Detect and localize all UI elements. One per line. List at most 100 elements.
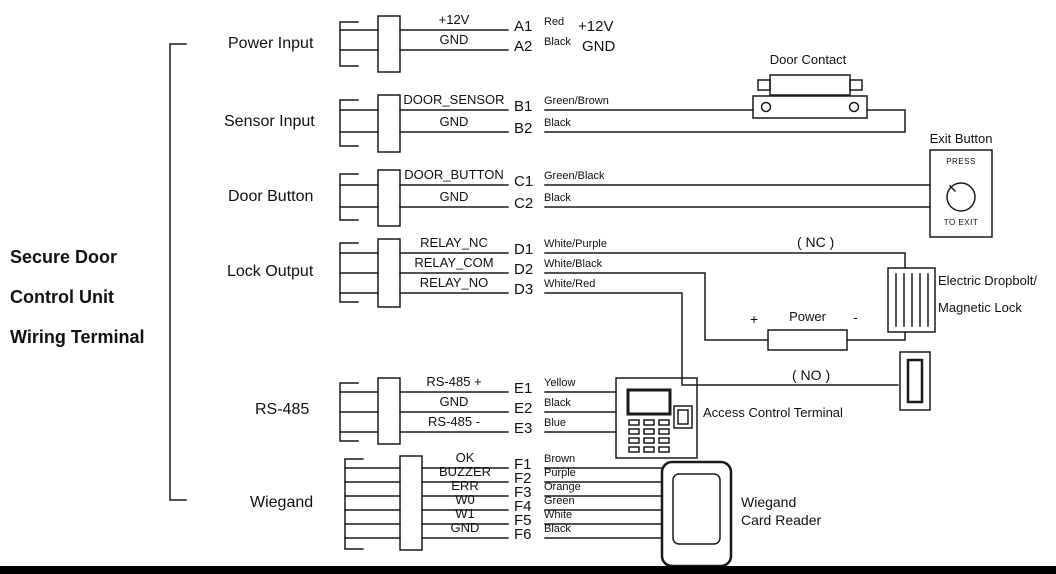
pin-label: DOOR_SENSOR bbox=[403, 92, 505, 107]
card-reader-face bbox=[672, 473, 721, 545]
lock-name-line2: Magnetic Lock bbox=[938, 300, 1022, 315]
terminal-lock bbox=[339, 238, 509, 308]
lock-armature-drawing bbox=[899, 351, 931, 411]
wire-id-d2: D2 bbox=[514, 261, 534, 278]
wire-id-f1: F1 bbox=[514, 456, 532, 473]
access-terminal-drawing bbox=[615, 377, 698, 459]
wire-color-f3: Orange bbox=[544, 481, 581, 493]
magnet-tab-left bbox=[757, 79, 771, 91]
exit-button-press-text: PRESS bbox=[946, 157, 976, 166]
wire-id-d3: D3 bbox=[514, 281, 534, 298]
relay-no-label: ( NO ) bbox=[792, 367, 831, 383]
wire-b2 bbox=[544, 109, 906, 133]
wire-color-d3: White/Red bbox=[544, 278, 596, 290]
pin-lines bbox=[399, 391, 509, 433]
power-supply-label: Power bbox=[789, 309, 826, 324]
terminal-power bbox=[339, 15, 509, 73]
bracket bbox=[339, 99, 359, 147]
pin-label: OK bbox=[455, 450, 475, 465]
pin-label: RELAY_NO bbox=[419, 275, 489, 290]
exit-button-notch bbox=[948, 184, 957, 193]
wire-id-f2: F2 bbox=[514, 470, 532, 487]
terminal-wiegand bbox=[344, 455, 509, 551]
bracket bbox=[344, 458, 364, 550]
keypad-key bbox=[643, 419, 655, 426]
bracket bbox=[339, 21, 359, 67]
exit-button-label: Exit Button bbox=[929, 131, 993, 146]
wire-color-e3: Blue bbox=[544, 417, 567, 429]
wire-d2 bbox=[544, 272, 906, 341]
keypad-key bbox=[658, 437, 670, 444]
pin-label: BUZZER bbox=[439, 464, 491, 479]
keypad-key bbox=[658, 446, 670, 453]
pin-label: GND bbox=[439, 394, 469, 409]
wire-id-d1: D1 bbox=[514, 241, 534, 258]
wire-color-b2: Black bbox=[544, 117, 571, 129]
exit-button-toexit-text: TO EXIT bbox=[943, 218, 979, 227]
terminal-block bbox=[377, 94, 401, 153]
wire-id-a1: A1 bbox=[514, 18, 533, 35]
pin-label: DOOR_BUTTON bbox=[404, 167, 504, 182]
terminal-block bbox=[377, 15, 401, 73]
wire-id-c2: C2 bbox=[514, 195, 534, 212]
side-module-window bbox=[677, 409, 689, 425]
pin-lines bbox=[399, 184, 509, 208]
wire-color-c2: Black bbox=[544, 192, 571, 204]
wire-color-f5: White bbox=[544, 509, 573, 521]
terminal-screen bbox=[626, 388, 672, 416]
wire-signal-a1: +12V bbox=[578, 18, 614, 35]
wire-color-f4: Green bbox=[544, 495, 575, 507]
wire-color-f1: Brown bbox=[544, 453, 576, 465]
wire-color-f2: Purple bbox=[544, 467, 576, 479]
screw-left bbox=[760, 101, 772, 113]
keypad-key bbox=[628, 419, 640, 426]
magnet-bar bbox=[769, 74, 851, 96]
pin-stubs bbox=[339, 29, 379, 51]
side-module bbox=[673, 405, 693, 429]
keypad-key bbox=[658, 419, 670, 426]
armature-inner bbox=[906, 358, 924, 404]
card-reader-label-line1: Wiegand bbox=[741, 494, 797, 510]
page-title-line2: Control Unit bbox=[10, 287, 114, 307]
pin-label: W1 bbox=[455, 506, 475, 521]
wire-color-d2: White/Black bbox=[544, 258, 603, 270]
wire-color-c1: Green/Black bbox=[544, 170, 605, 182]
wire-color-a1: Red bbox=[544, 16, 565, 28]
wire-id-b2: B2 bbox=[514, 120, 533, 137]
wire-id-b1: B1 bbox=[514, 98, 533, 115]
pin-label: RS-485 - bbox=[427, 414, 481, 429]
bracket bbox=[339, 173, 359, 221]
wire-signal-a2: GND bbox=[582, 38, 616, 55]
group-label-power: Power Input bbox=[228, 35, 314, 52]
terminal-block bbox=[377, 377, 401, 445]
exit-button-circle bbox=[946, 182, 976, 212]
terminal-sensor bbox=[339, 94, 509, 153]
group-label-lock: Lock Output bbox=[227, 263, 314, 280]
pin-stubs bbox=[339, 252, 379, 294]
exit-button-plate bbox=[929, 149, 993, 238]
lock-body bbox=[887, 267, 936, 333]
exit-button-drawing bbox=[929, 149, 993, 238]
page-title-line1: Secure Door bbox=[10, 247, 118, 267]
keypad-key bbox=[643, 446, 655, 453]
terminal-rs485 bbox=[339, 377, 509, 445]
pin-stubs bbox=[339, 184, 379, 208]
keypad-key bbox=[628, 437, 640, 444]
main-bracket bbox=[169, 43, 187, 501]
power-minus-label: - bbox=[853, 309, 858, 325]
wire-id-e3: E3 bbox=[514, 420, 533, 437]
wire-color-e2: Black bbox=[544, 397, 571, 409]
relay-nc-label: ( NC ) bbox=[797, 234, 835, 250]
access-terminal-label: Access Control Terminal bbox=[703, 405, 843, 420]
group-label-rs485: RS-485 bbox=[255, 401, 310, 418]
keypad-key bbox=[628, 428, 640, 435]
pin-label: W0 bbox=[455, 492, 475, 507]
armature-outer bbox=[899, 351, 931, 411]
pin-label: GND bbox=[439, 189, 469, 204]
keypad-key bbox=[643, 428, 655, 435]
wire-id-e2: E2 bbox=[514, 400, 533, 417]
pin-label: GND bbox=[439, 114, 469, 129]
pin-stubs bbox=[339, 391, 379, 433]
card-reader-drawing bbox=[660, 460, 733, 568]
